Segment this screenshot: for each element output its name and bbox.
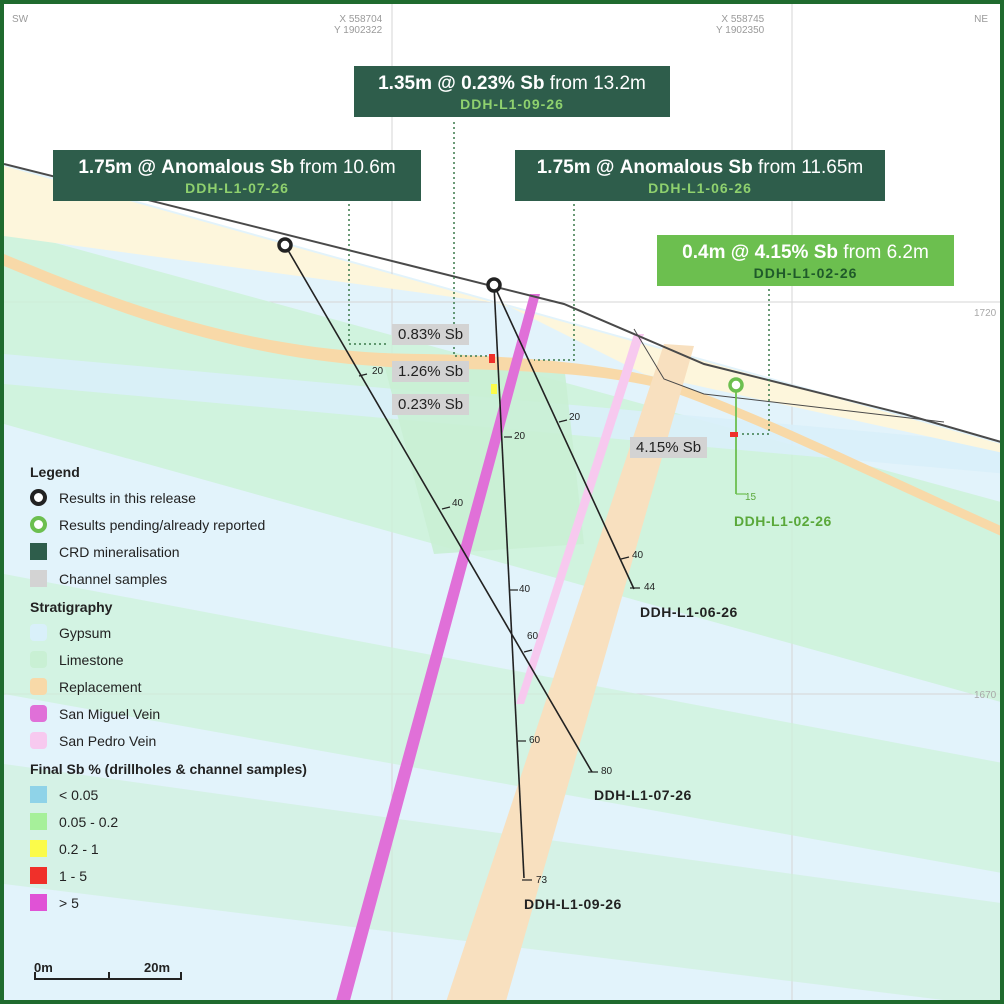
- hole-label-ddh-l1-06-26: DDH-L1-06-26: [640, 604, 738, 620]
- depth-label: 40: [519, 584, 531, 595]
- assay-label: 4.15% Sb: [630, 437, 708, 458]
- legend-item: CRD mineralisation: [30, 543, 370, 570]
- legend-item: Results pending/already reported: [30, 516, 370, 543]
- legend-item: San Miguel Vein: [30, 705, 370, 732]
- scale-tick: [180, 972, 182, 980]
- hole-label-ddh-l1-07-26: DDH-L1-07-26: [594, 787, 692, 803]
- depth-label: 20: [372, 366, 384, 377]
- orientation-sw: SW: [12, 14, 29, 25]
- grade-swatch-icon: [30, 786, 47, 803]
- channel-swatch-icon: [30, 570, 47, 587]
- depth-label: 40: [632, 550, 644, 561]
- callout-ddh-l1-09-26: 1.35m @ 0.23% Sb from 13.2m DDH-L1-09-26: [354, 66, 670, 117]
- depth-label: 44: [644, 582, 656, 593]
- hole-label-ddh-l1-09-26: DDH-L1-09-26: [524, 896, 622, 912]
- assay-label: 0.83% Sb: [392, 324, 470, 345]
- coordinate-label: X 558745 Y 1902350: [716, 14, 765, 36]
- green-ring-icon: [30, 516, 47, 533]
- intercept-yellow: [491, 384, 497, 394]
- depth-label: 73: [536, 875, 548, 886]
- replacement-vein-body: [446, 344, 694, 1000]
- scale-start-label: 0m: [34, 960, 53, 975]
- drillhole-trace-06: [493, 284, 635, 590]
- drillhole-trace-07: [284, 244, 593, 773]
- collar-ddh-l1-09-06: [486, 277, 502, 293]
- assay-label: 0.23% Sb: [392, 394, 470, 415]
- legend-item: > 5: [30, 894, 370, 921]
- limestone-swatch-icon: [30, 651, 47, 668]
- legend-item: Replacement: [30, 678, 370, 705]
- depth-label: 40: [452, 498, 464, 509]
- depth-label: 15: [745, 492, 757, 503]
- depth-label: 60: [527, 631, 539, 642]
- callout-leaders: [348, 122, 770, 435]
- legend: Legend Results in this release Results p…: [30, 462, 370, 921]
- callout-ddh-l1-06-26: 1.75m @ Anomalous Sb from 11.65m DDH-L1-…: [515, 150, 885, 201]
- legend-item: Results in this release: [30, 489, 370, 516]
- depth-label: 20: [569, 412, 581, 423]
- replacement-swatch-icon: [30, 678, 47, 695]
- legend-subtitle: Final Sb % (drillholes & channel samples…: [30, 761, 307, 777]
- callout-ddh-l1-07-26: 1.75m @ Anomalous Sb from 10.6m DDH-L1-0…: [53, 150, 421, 201]
- coordinate-label: X 558704 Y 1902322: [334, 14, 383, 36]
- scale-tick: [108, 972, 110, 980]
- crd-swatch-icon: [30, 543, 47, 560]
- orientation-ne: NE: [974, 14, 988, 25]
- drillhole-trace-09: [493, 284, 525, 879]
- san-miguel-vein: [336, 294, 540, 1000]
- san-miguel-swatch-icon: [30, 705, 47, 722]
- depth-ticks: [358, 373, 746, 881]
- grade-swatch-icon: [30, 813, 47, 830]
- fault-trace: [633, 328, 945, 423]
- legend-item: San Pedro Vein: [30, 732, 370, 759]
- legend-item: Limestone: [30, 651, 370, 678]
- san-pedro-swatch-icon: [30, 732, 47, 749]
- assay-label: 1.26% Sb: [392, 361, 470, 382]
- legend-item: Gypsum: [30, 624, 370, 651]
- san-pedro-vein: [516, 334, 644, 704]
- gypsum-swatch-icon: [30, 624, 47, 641]
- legend-title: Legend: [30, 464, 80, 480]
- surface-cover: [4, 166, 1000, 453]
- depth-label: 20: [514, 431, 526, 442]
- scale-bar: 0m 20m: [32, 960, 192, 990]
- drillhole-traces: [284, 244, 635, 879]
- grade-swatch-icon: [30, 894, 47, 911]
- legend-item: 0.2 - 1: [30, 840, 370, 867]
- collar-ddh-l1-07-26: [277, 237, 293, 253]
- depth-label: 80: [601, 766, 613, 777]
- legend-item: 0.05 - 0.2: [30, 813, 370, 840]
- legend-item: Channel samples: [30, 570, 370, 597]
- callout-ddh-l1-02-26: 0.4m @ 4.15% Sb from 6.2m DDH-L1-02-26: [657, 235, 954, 286]
- intercept-red: [489, 354, 495, 363]
- grade-swatch-icon: [30, 867, 47, 884]
- grade-swatch-icon: [30, 840, 47, 857]
- limestone-band: [4, 574, 1000, 873]
- depth-label: 60: [529, 735, 541, 746]
- elevation-label: 1720: [974, 308, 997, 319]
- legend-item: 1 - 5: [30, 867, 370, 894]
- air-above-surface: [4, 4, 1000, 442]
- scale-tick: [34, 972, 36, 980]
- elevation-label: 1670: [974, 690, 997, 701]
- hole-label-ddh-l1-02-26: DDH-L1-02-26: [734, 513, 832, 529]
- dark-ring-icon: [30, 489, 47, 506]
- collar-ddh-l1-02-26: [728, 377, 744, 393]
- legend-item: < 0.05: [30, 786, 370, 813]
- legend-subtitle: Stratigraphy: [30, 599, 113, 615]
- intercept-red: [730, 432, 738, 437]
- scale-end-label: 20m: [144, 960, 171, 975]
